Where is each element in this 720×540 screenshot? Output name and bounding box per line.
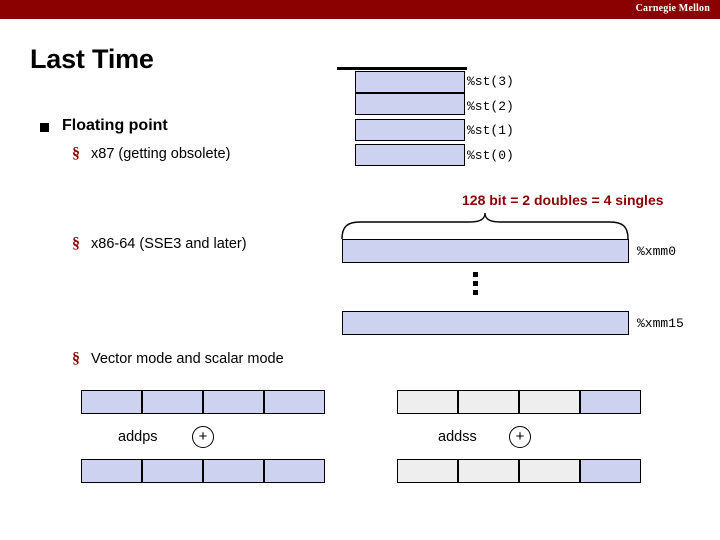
xmm15-register-box xyxy=(342,311,629,335)
page-title: Last Time xyxy=(30,44,154,74)
plus-sign: + xyxy=(198,428,208,445)
x87-register-label: %st(1) xyxy=(467,123,514,138)
addss-label: addss xyxy=(438,429,477,445)
x87-stack-top-line xyxy=(337,67,467,70)
x87-register-box xyxy=(355,144,465,166)
plus-sign: + xyxy=(515,428,525,445)
x87-register-label: %st(2) xyxy=(467,99,514,114)
sse-width-brace-icon xyxy=(340,212,630,245)
scalar-operand-cell xyxy=(580,390,641,414)
section-bullet-icon: § xyxy=(72,235,80,252)
section-bullet-icon: § xyxy=(72,145,80,162)
vertical-ellipsis-icon xyxy=(468,272,484,302)
plus-operator-icon: + xyxy=(509,426,531,448)
x87-register-box xyxy=(355,93,465,115)
section-bullet-icon: § xyxy=(72,350,80,367)
scalar-operand-cell-inactive xyxy=(519,390,580,414)
vector-result-cell xyxy=(81,459,142,483)
institution-label: Carnegie Mellon xyxy=(635,3,710,14)
bullet-x87: § x87 (getting obsolete) xyxy=(72,145,231,162)
bullet-x87-label: x87 (getting obsolete) xyxy=(91,146,231,162)
xmm0-register-label: %xmm0 xyxy=(637,244,677,259)
vector-operand-cell xyxy=(203,390,264,414)
vector-result-cell xyxy=(203,459,264,483)
vector-result-cell xyxy=(142,459,203,483)
square-bullet-icon xyxy=(40,123,49,132)
scalar-result-cell xyxy=(580,459,641,483)
bullet-floating-point-label: Floating point xyxy=(62,117,168,134)
scalar-result-cell-inactive xyxy=(458,459,519,483)
x87-register-box xyxy=(355,71,465,93)
addps-label: addps xyxy=(118,429,158,445)
bullet-x86-64: § x86-64 (SSE3 and later) xyxy=(72,235,247,252)
x87-register-label: %st(3) xyxy=(467,74,514,89)
vector-operand-cell xyxy=(142,390,203,414)
vector-result-cell xyxy=(264,459,325,483)
xmm15-register-label: %xmm15 xyxy=(637,316,684,331)
bullet-floating-point: Floating point xyxy=(40,117,168,135)
plus-operator-icon: + xyxy=(192,426,214,448)
bullet-vector-scalar-label: Vector mode and scalar mode xyxy=(91,351,284,367)
xmm0-register-box xyxy=(342,239,629,263)
bullet-vector-scalar: § Vector mode and scalar mode xyxy=(72,350,284,367)
top-banner xyxy=(0,0,720,19)
vector-operand-cell xyxy=(264,390,325,414)
vector-operand-cell xyxy=(81,390,142,414)
x87-register-label: %st(0) xyxy=(467,148,514,163)
scalar-operand-cell-inactive xyxy=(397,390,458,414)
bullet-x86-64-label: x86-64 (SSE3 and later) xyxy=(91,236,247,252)
scalar-result-cell-inactive xyxy=(397,459,458,483)
scalar-operand-cell-inactive xyxy=(458,390,519,414)
x87-register-box xyxy=(355,119,465,141)
sse-width-caption: 128 bit = 2 doubles = 4 singles xyxy=(462,192,664,208)
scalar-result-cell-inactive xyxy=(519,459,580,483)
